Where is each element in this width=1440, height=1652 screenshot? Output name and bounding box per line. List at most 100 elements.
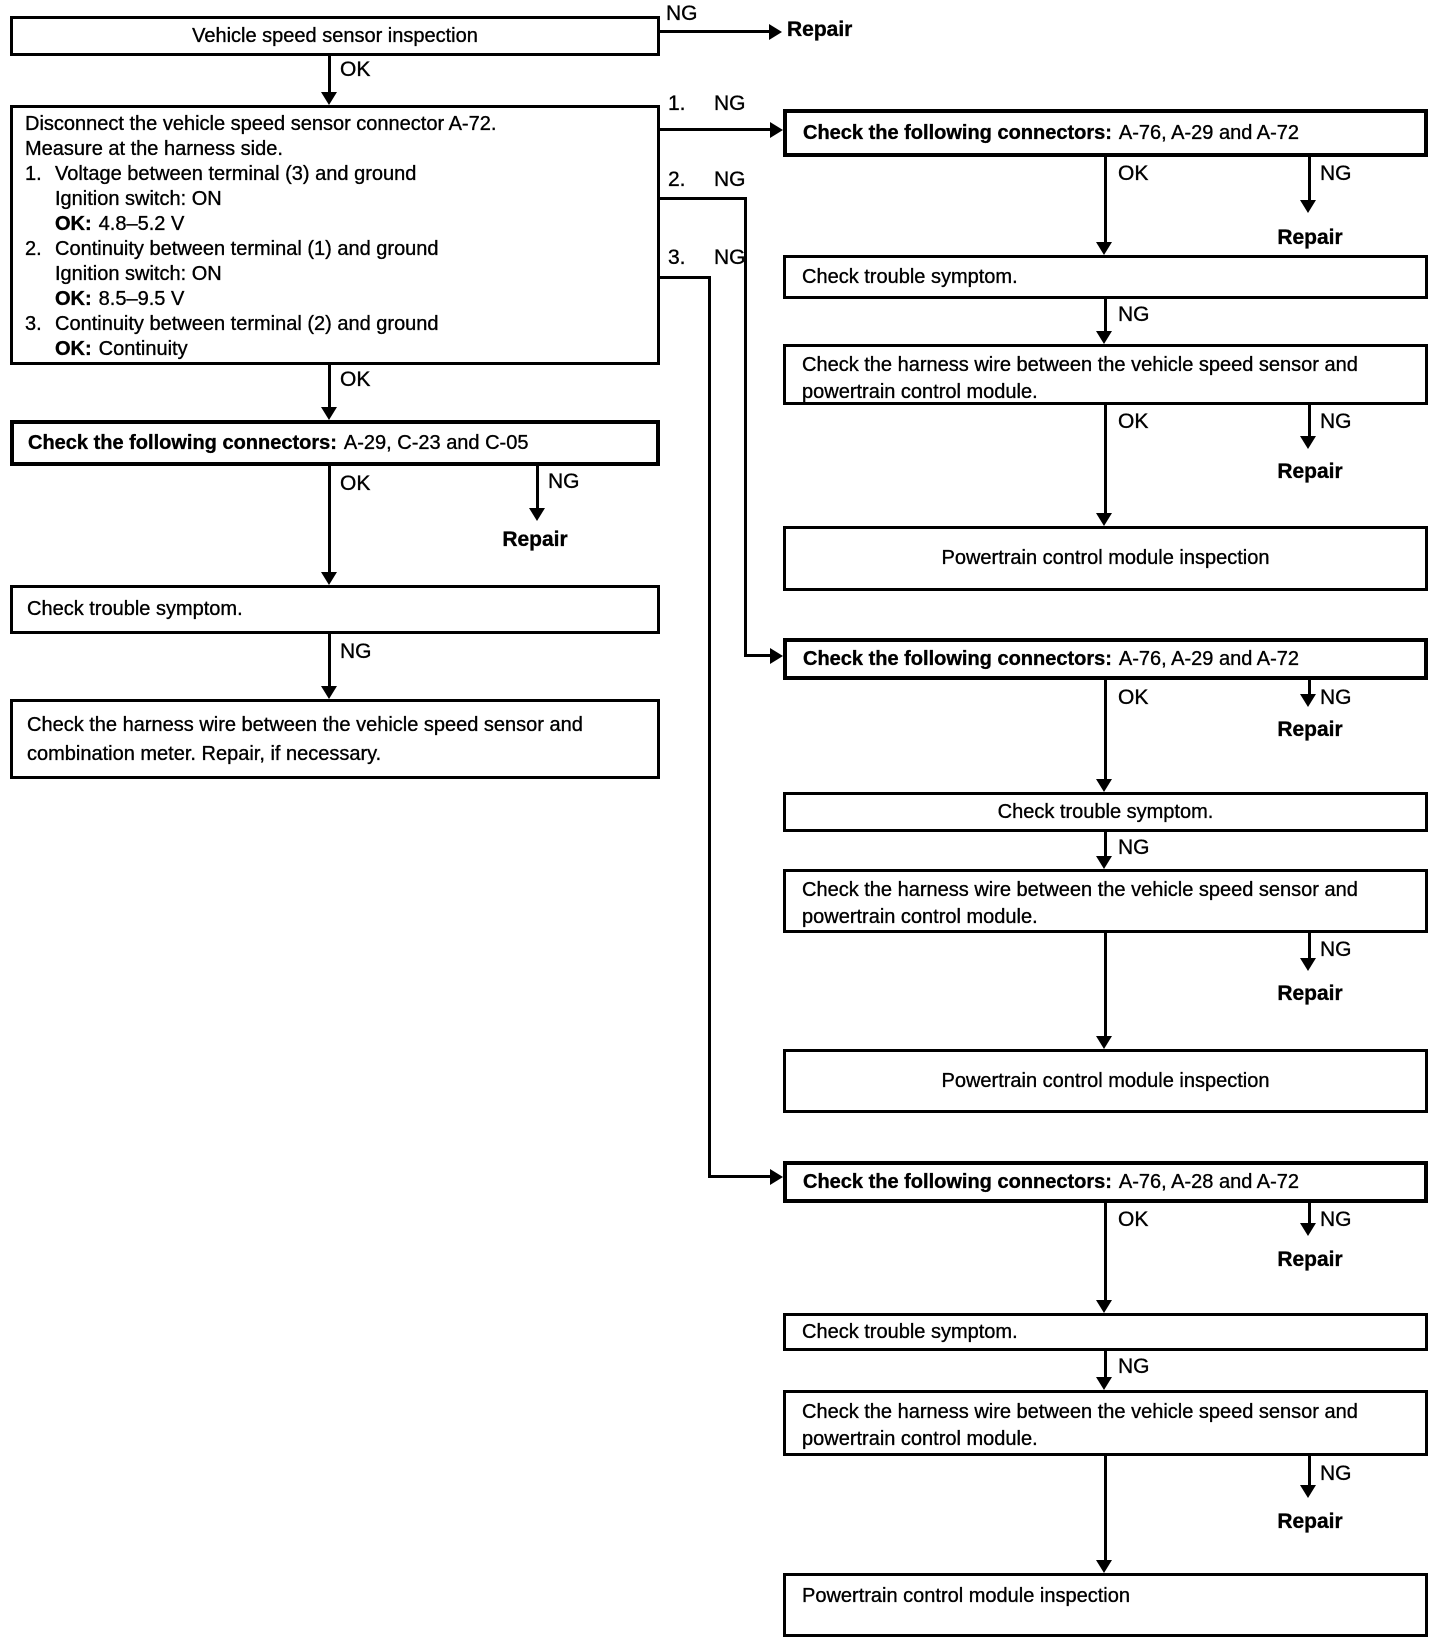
- ng-label: NG: [1118, 303, 1150, 326]
- pcm-inspection-box-2: Powertrain control module inspection: [783, 1049, 1428, 1113]
- harness-meter-box: Check the harness wire between the vehic…: [10, 699, 660, 779]
- connectors-prefix: Check the following connectors:: [803, 647, 1112, 670]
- harness-label: Check the harness wire between the vehic…: [802, 879, 1358, 928]
- flow-line: [660, 128, 770, 131]
- flow-line: [1308, 1203, 1311, 1225]
- arrowhead: [769, 24, 782, 40]
- flow-line: [708, 276, 711, 1178]
- ok-value: Continuity: [98, 338, 188, 360]
- flow-line: [1308, 1456, 1311, 1487]
- ng-label: NG: [1320, 686, 1352, 709]
- item-number: 3.: [25, 313, 42, 335]
- start-box-label: Vehicle speed sensor inspection: [192, 24, 478, 47]
- arrowhead: [1300, 200, 1316, 213]
- ok-label: OK: [1118, 162, 1149, 185]
- arrowhead: [770, 1169, 783, 1185]
- repair-label: Repair: [1277, 226, 1343, 249]
- pcm-inspection-box-1: Powertrain control module inspection: [783, 526, 1428, 591]
- arrowhead: [1096, 513, 1112, 526]
- harness-box-1: Check the harness wire between the vehic…: [783, 344, 1428, 405]
- ok-label: OK: [340, 472, 371, 495]
- branch-label-2: 2. NG: [668, 168, 746, 192]
- flow-line: [328, 365, 331, 407]
- trouble-box-1: Check trouble symptom.: [783, 255, 1428, 299]
- connectors-list: A-29, C-23 and C-05: [343, 431, 529, 454]
- ng-label: NG: [714, 246, 746, 269]
- ng-label: NG: [1320, 1208, 1352, 1231]
- arrowhead: [321, 572, 337, 585]
- repair-label: Repair: [1277, 1248, 1343, 1271]
- pcm-inspection-box-3: Powertrain control module inspection: [783, 1573, 1428, 1637]
- connectors-box-left: Check the following connectors: A-29, C-…: [10, 420, 660, 466]
- ok-label: OK: [1118, 686, 1149, 709]
- flow-line: [328, 56, 331, 94]
- flow-line: [1104, 299, 1107, 332]
- pcm-inspection-label: Powertrain control module inspection: [941, 1069, 1270, 1092]
- arrowhead: [1096, 242, 1112, 255]
- measure-line: Disconnect the vehicle speed sensor conn…: [25, 113, 497, 135]
- ng-label: NG: [714, 168, 746, 191]
- trouble-label: Check trouble symptom.: [802, 1320, 1018, 1343]
- ok-label: OK: [340, 368, 371, 391]
- branch-number: 3.: [668, 246, 686, 269]
- branch-number: 1.: [668, 92, 686, 115]
- harness-box-2: Check the harness wire between the vehic…: [783, 869, 1428, 933]
- trouble-box-2: Check trouble symptom.: [783, 792, 1428, 832]
- arrowhead: [1300, 436, 1316, 449]
- measure-box: Disconnect the vehicle speed sensor conn…: [10, 105, 660, 365]
- repair-label: Repair: [1277, 460, 1343, 483]
- flow-line: [1104, 157, 1107, 244]
- connectors-box-1: Check the following connectors: A-76, A-…: [783, 109, 1428, 157]
- connectors-prefix: Check the following connectors:: [803, 121, 1112, 144]
- flow-line: [660, 197, 747, 200]
- arrowhead: [1300, 958, 1316, 971]
- arrowhead: [529, 508, 545, 521]
- item-text: Continuity between terminal (2) and grou…: [55, 313, 439, 335]
- measure-line: Measure at the harness side.: [25, 138, 283, 160]
- flow-line: [1104, 1351, 1107, 1379]
- ng-label: NG: [1118, 836, 1150, 859]
- ok-prefix: OK:: [55, 338, 92, 360]
- arrowhead: [1300, 1223, 1316, 1236]
- measure-item: 1. Voltage between terminal (3) and groun…: [13, 162, 657, 187]
- flow-line: [328, 466, 331, 572]
- measure-item: 3. Continuity between terminal (2) and gr…: [13, 312, 657, 337]
- measure-ok-line: OK: Continuity: [13, 337, 657, 362]
- repair-label: Repair: [787, 18, 853, 41]
- ng-label: NG: [714, 92, 746, 115]
- harness-box-3: Check the harness wire between the vehic…: [783, 1390, 1428, 1456]
- measure-sub-line: Ignition switch: ON: [55, 188, 222, 210]
- arrowhead: [1096, 1377, 1112, 1390]
- flow-line: [1308, 405, 1311, 438]
- flow-line: [1104, 1456, 1107, 1562]
- ok-label: OK: [1118, 1208, 1149, 1231]
- flow-line: [660, 30, 769, 33]
- arrowhead: [770, 648, 783, 664]
- measure-item: 2.Continuity between terminal (1) and gr…: [13, 237, 657, 262]
- flow-line: [1104, 405, 1107, 515]
- pcm-inspection-label: Powertrain control module inspection: [941, 547, 1270, 569]
- branch-number: 2.: [668, 168, 686, 191]
- flow-line: [744, 654, 770, 657]
- flow-line: [1308, 933, 1311, 960]
- trouble-box-3: Check trouble symptom.: [783, 1313, 1428, 1351]
- item-number: 1.: [25, 163, 42, 185]
- measure-sub-line: Ignition switch: ON: [55, 263, 222, 285]
- trouble-box-left: Check trouble symptom.: [10, 585, 660, 634]
- connectors-list: A-76, A-28 and A-72: [1118, 1170, 1300, 1193]
- ok-prefix: OK:: [55, 288, 92, 310]
- flow-line: [1104, 1203, 1107, 1301]
- flow-line: [1104, 832, 1107, 857]
- start-box: Vehicle speed sensor inspection: [10, 16, 660, 56]
- item-text: Voltage between terminal (3) and ground: [55, 163, 417, 185]
- connectors-list: A-76, A-29 and A-72: [1118, 121, 1300, 144]
- ng-label: NG: [1320, 162, 1352, 185]
- ng-label: NG: [1320, 1462, 1352, 1485]
- item-number: 2.: [25, 238, 42, 260]
- ok-value: 8.5–9.5 V: [98, 288, 185, 310]
- arrowhead: [1300, 1485, 1316, 1498]
- measure-ok-line: OK:4.8–5.2 V: [13, 212, 657, 237]
- arrowhead: [321, 686, 337, 699]
- trouble-label: Check trouble symptom.: [997, 800, 1214, 823]
